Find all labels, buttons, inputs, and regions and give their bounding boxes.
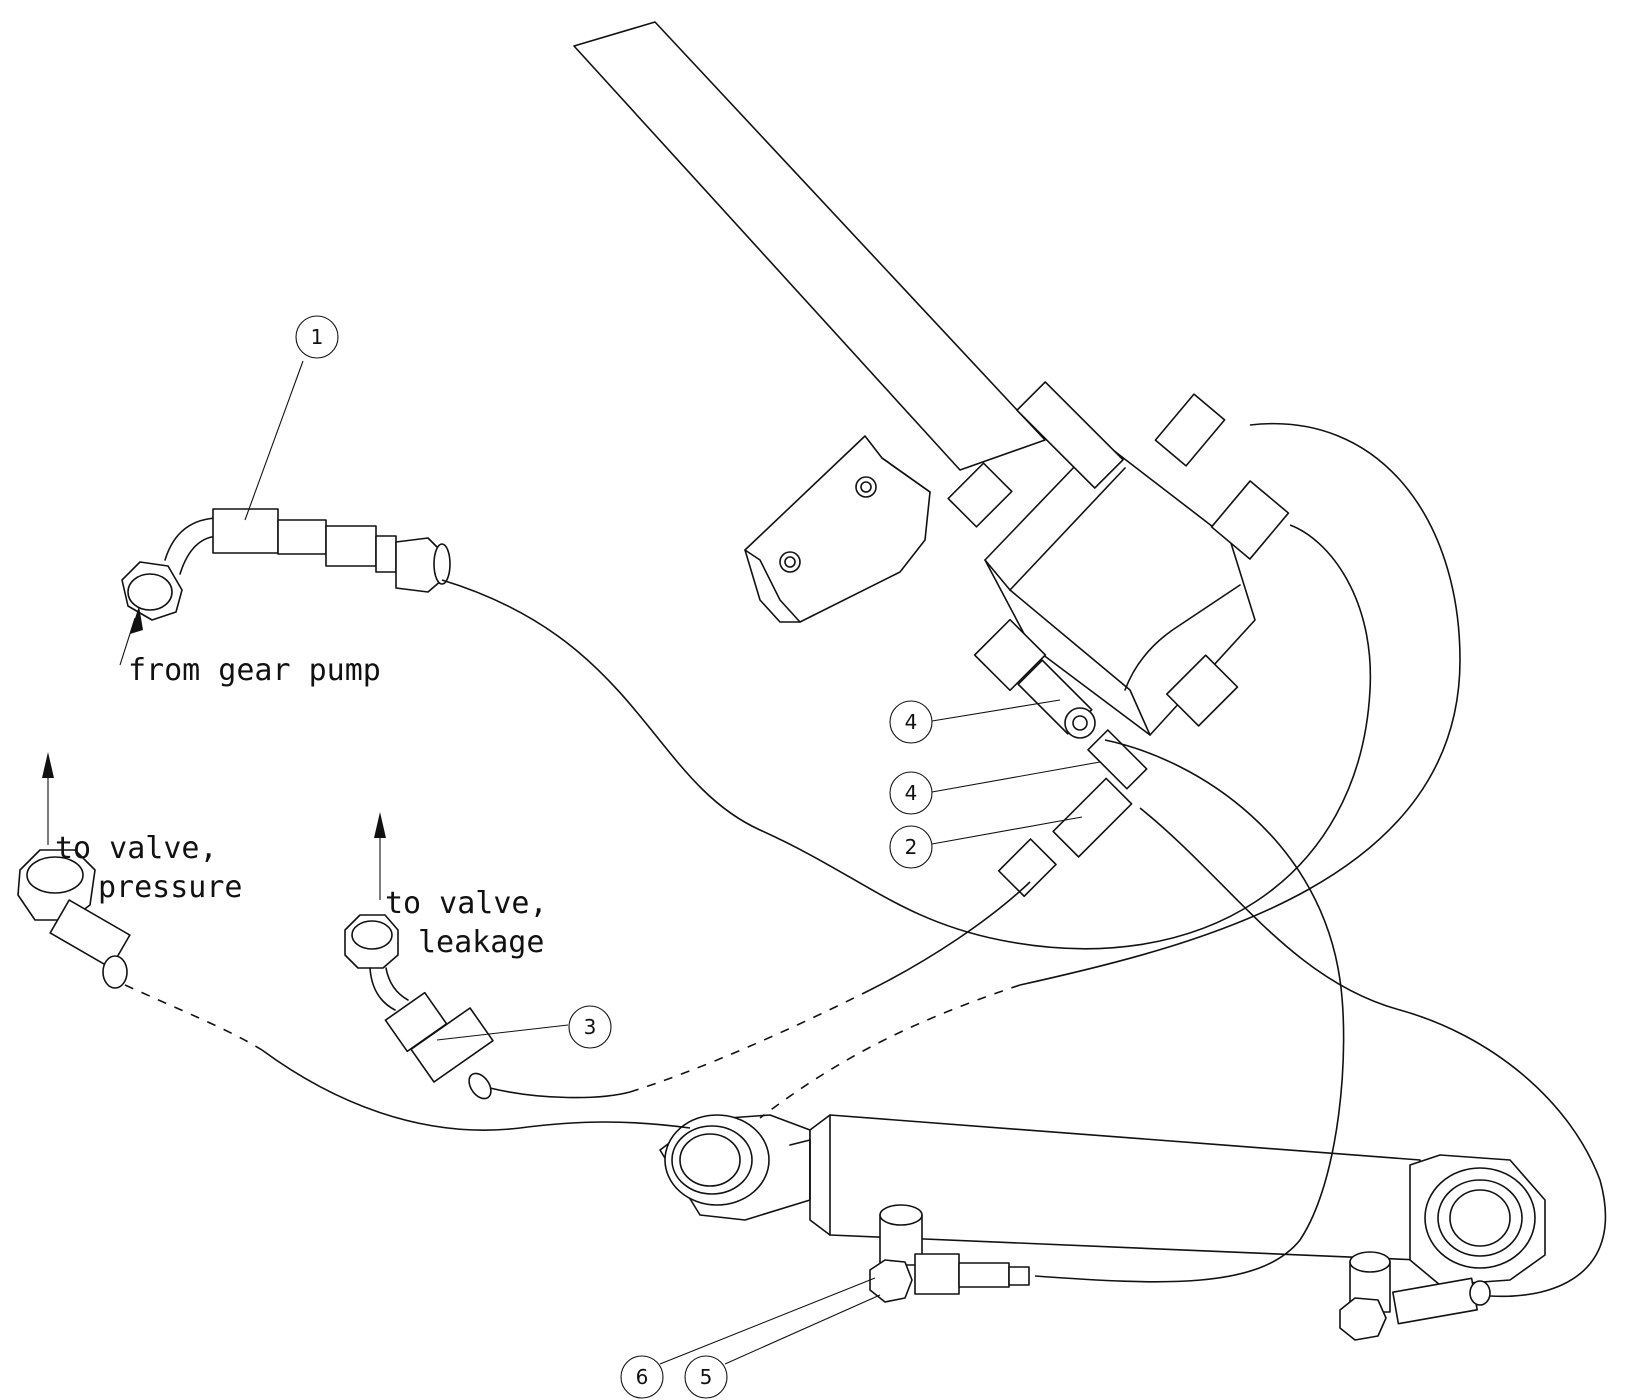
svg-text:2: 2 [905,835,918,859]
fittings-4-4-2 [997,659,1148,898]
arrow-from-gear-pump [119,606,143,666]
flat-bar-arm [573,21,1046,471]
note-valve-pressure-line2: pressure [98,870,243,905]
svg-text:4: 4 [905,781,918,805]
hose-lines [124,422,1607,1298]
balloon-4-upper: 4 [889,700,933,744]
note-valve-pressure-line1: to valve, [55,831,218,866]
svg-text:6: 6 [636,1365,649,1389]
hose-assembly-3 [344,914,494,1100]
svg-text:5: 5 [700,1365,713,1389]
pressure-fitting [17,849,131,989]
balloon-5: 5 [684,1355,728,1399]
balloon-leaders [244,360,1101,1365]
arrow-to-valve-leakage [374,812,386,900]
hose-assembly-1 [121,508,451,621]
svg-text:1: 1 [311,325,324,349]
svg-text:3: 3 [584,1015,597,1039]
note-valve-leakage-line2: leakage [418,925,544,960]
balloon-4-lower: 4 [889,771,933,815]
fittings-6-5 [869,1204,1030,1303]
hydraulic-cylinder [659,1114,1546,1286]
balloon-3: 3 [568,1005,612,1049]
note-valve-leakage-line1: to valve, [385,886,548,921]
right-cylinder-fitting [1339,1251,1491,1341]
mounting-bracket [744,435,931,623]
svg-text:4: 4 [905,710,918,734]
balloon-2: 2 [889,825,933,869]
note-from-gear-pump: from gear pump [128,653,381,688]
balloon-1: 1 [295,315,339,359]
balloon-6: 6 [620,1355,664,1399]
arrow-to-valve-pressure [42,752,54,845]
pump-body [947,381,1290,736]
